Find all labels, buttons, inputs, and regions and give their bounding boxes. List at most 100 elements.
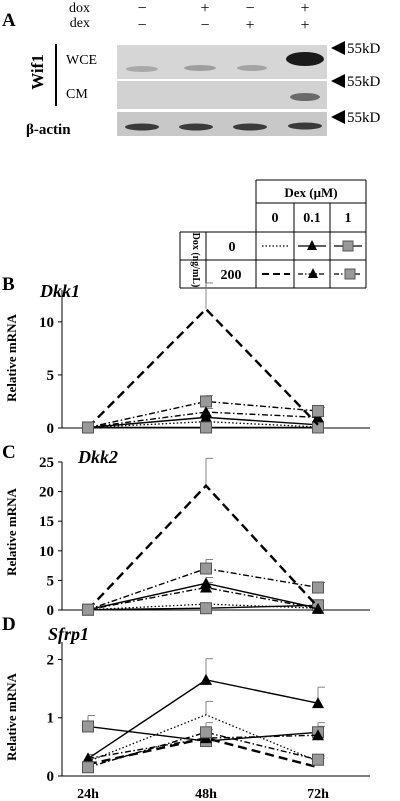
marker-square — [82, 761, 94, 774]
band-actin-lane2 — [179, 123, 213, 131]
y-tick-label: 0 — [47, 603, 55, 619]
x-tick-label: 72h — [307, 787, 329, 801]
y-tick-label: 20 — [39, 485, 54, 501]
legend-dex-01: 0.1 — [303, 211, 321, 226]
marker-triangle — [200, 581, 212, 593]
legend-sample-dox0-dex01 — [298, 240, 326, 250]
panel-c-letter: C — [2, 442, 16, 463]
row-label-wce: WCE — [66, 53, 97, 68]
series-line-dox200-dex0.1 — [87, 411, 319, 429]
blot-cm — [117, 81, 327, 109]
marker-triangle — [200, 406, 212, 418]
marker-square — [200, 562, 212, 575]
legend-dox-header: Dox (ng/mL) — [190, 233, 201, 288]
y-tick-label: 10 — [39, 315, 54, 331]
row-label-cm: CM — [66, 87, 88, 102]
legend-dex-1: 1 — [345, 211, 352, 226]
dex-sign-2: − — [200, 17, 209, 34]
marker-square — [82, 421, 94, 434]
marker-label-3: 55kD — [347, 110, 381, 126]
series-line-dox200-dex1 — [87, 400, 319, 429]
marker-square — [82, 603, 94, 616]
row-label-actin: β-actin — [26, 122, 71, 138]
legend-dex-0: 0 — [272, 211, 279, 226]
ylabel-b: Relative mRNA — [4, 314, 19, 402]
marker-square — [200, 602, 212, 615]
panel-a-letter: A — [2, 10, 16, 31]
marker-square — [200, 395, 212, 408]
band-cm-lane4 — [290, 93, 320, 101]
gene-label-dkk2: Dkk2 — [77, 447, 118, 467]
marker-triangle — [312, 697, 324, 709]
y-tick-label: 0 — [47, 421, 55, 437]
series-line-dox200-dex0.1 — [87, 734, 319, 760]
dox-sign-4: + — [300, 0, 309, 17]
marker-arrow-3 — [331, 110, 345, 124]
panel-d-letter: D — [2, 614, 16, 635]
y-tick-label: 1 — [47, 711, 55, 727]
marker-square — [312, 405, 324, 418]
legend-sample-dox0-dex1 — [334, 240, 362, 252]
marker-arrow-2 — [331, 74, 345, 88]
marker-arrow-1 — [331, 41, 345, 55]
dox-label: dox — [69, 1, 90, 16]
dox-sign-1: − — [137, 0, 146, 17]
legend-dox-0: 0 — [229, 240, 236, 255]
x-tick-label: 24h — [77, 787, 99, 801]
series-line-dox0-dex0 — [87, 714, 319, 763]
band-wce-lane1 — [126, 66, 158, 72]
y-tick-label: 0 — [47, 769, 55, 785]
marker-triangle — [312, 602, 324, 614]
legend-table: Dex (μM) 0 0.1 1 Dox (ng/mL) 0 200 — [179, 179, 367, 289]
dex-sign-4: + — [300, 17, 309, 34]
panel-a: A dox dex − + − + − − + + Wif1 WCE CM β-… — [2, 0, 381, 138]
marker-triangle — [82, 752, 94, 764]
ylabel-c: Relative mRNA — [4, 488, 19, 576]
dex-sign-1: − — [137, 17, 146, 34]
band-actin-lane1 — [125, 123, 159, 131]
y-tick-label: 25 — [39, 455, 54, 471]
band-wce-lane3 — [237, 65, 267, 71]
band-actin-lane3 — [233, 123, 267, 131]
y-tick-label: 2 — [47, 652, 55, 668]
gene-label-sfrp1: Sfrp1 — [48, 624, 89, 644]
marker-square — [200, 421, 212, 434]
marker-triangle — [312, 729, 324, 741]
dex-label: dex — [70, 16, 90, 31]
chart-dkk2: 0 5 10 15 20 25 — [39, 455, 370, 619]
legend-dex-header: Dex (μM) — [284, 185, 337, 200]
series-line-dox200-dex0.1 — [87, 586, 319, 611]
y-tick-label: 10 — [39, 544, 54, 560]
gene-label-dkk1: Dkk1 — [39, 281, 80, 301]
chart-sfrp1: 0 1 2 24h 48h 72h — [47, 642, 370, 801]
wif1-label: Wif1 — [28, 54, 47, 90]
ylabel-d: Relative mRNA — [4, 673, 19, 761]
series-line-dox200-dex1 — [87, 567, 319, 611]
marker-square — [200, 726, 212, 739]
panel-b-letter: B — [2, 274, 15, 295]
band-wce-lane2 — [184, 65, 216, 71]
band-actin-lane4 — [288, 122, 322, 130]
series-line-dox200-dex1 — [87, 731, 319, 768]
marker-square — [312, 753, 324, 766]
marker-square — [82, 720, 94, 733]
y-tick-label: 5 — [47, 573, 55, 589]
marker-label-2: 55kD — [347, 74, 381, 90]
dox-sign-3: − — [245, 0, 254, 17]
legend-sample-dox200-dex01 — [298, 268, 326, 278]
y-tick-label: 5 — [47, 368, 55, 384]
series-line-dox200-dex0 — [87, 307, 319, 429]
marker-square — [312, 581, 324, 594]
dox-sign-2: + — [200, 0, 209, 17]
marker-label-1: 55kD — [347, 41, 381, 57]
legend-sample-dox200-dex1 — [334, 268, 362, 280]
y-tick-label: 15 — [39, 514, 54, 530]
dex-sign-3: + — [245, 17, 254, 34]
band-wce-lane4 — [286, 52, 324, 66]
chart-dkk1: 0 5 10 — [39, 282, 370, 437]
series-line-dox200-dex0 — [87, 483, 319, 611]
series-line-dox0-dex0 — [87, 420, 319, 429]
x-tick-label: 48h — [195, 787, 217, 801]
legend-dox-200: 200 — [221, 268, 242, 283]
